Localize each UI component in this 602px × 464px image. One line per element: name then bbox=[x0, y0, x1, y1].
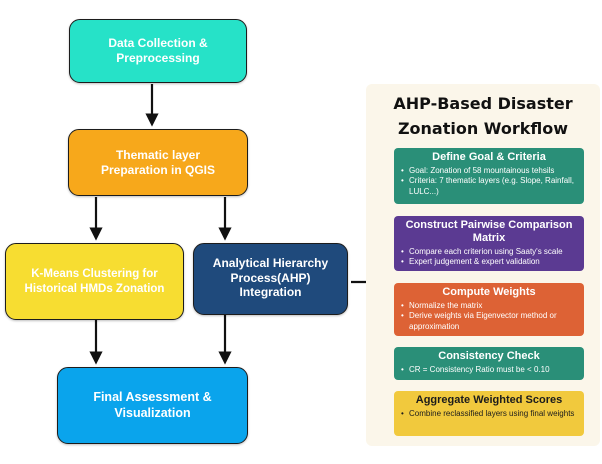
step-bullet: Combine reclassified layers using final … bbox=[401, 409, 578, 420]
step-bullet: Goal: Zonation of 58 mountainous tehsils bbox=[401, 166, 578, 177]
step-title: Aggregate Weighted Scores bbox=[415, 394, 563, 406]
step-bullet: Expert judgement & expert validation bbox=[401, 257, 578, 268]
step-compute-weights: Compute Weights Normalize the matrix Der… bbox=[394, 283, 584, 336]
step-title: Define Goal & Criteria bbox=[432, 151, 546, 163]
panel-title-line1: AHP-Based Disaster bbox=[393, 94, 573, 113]
panel-title-line2: Zonation Workflow bbox=[397, 119, 569, 138]
step-pairwise-matrix: Construct Pairwise Comparison Matrix Com… bbox=[394, 216, 584, 271]
thematic-layer-box: Thematic layer Preparation in QGIS bbox=[68, 129, 248, 196]
step-title: Construct Pairwise Comparison Matrix bbox=[405, 219, 573, 244]
step-define-goal: Define Goal & Criteria Goal: Zonation of… bbox=[394, 148, 584, 204]
step-title: Consistency Check bbox=[438, 350, 540, 362]
kmeans-clustering-box: K-Means Clustering for Historical HMDs Z… bbox=[5, 243, 184, 320]
ahp-workflow-panel: AHP-Based Disaster Zonation Workflow Def… bbox=[366, 84, 600, 446]
step-consistency-check: Consistency Check CR = Consistency Ratio… bbox=[394, 347, 584, 380]
ahp-integration-box: Analytical Hierarchy Process(AHP) Integr… bbox=[193, 243, 348, 315]
step-bullet: Criteria: 7 thematic layers (e.g. Slope,… bbox=[401, 176, 578, 197]
step-bullet: Compare each criterion using Saaty's sca… bbox=[401, 247, 578, 258]
data-collection-box: Data Collection & Preprocessing bbox=[69, 19, 247, 83]
step-bullet: CR = Consistency Ratio must be < 0.10 bbox=[401, 365, 578, 376]
step-aggregate-scores: Aggregate Weighted Scores Combine reclas… bbox=[394, 391, 584, 436]
step-bullet: Normalize the matrix bbox=[401, 301, 578, 312]
step-title: Compute Weights bbox=[442, 286, 536, 298]
step-bullet: Derive weights via Eigenvector method or… bbox=[401, 311, 578, 332]
final-assessment-box: Final Assessment & Visualization bbox=[57, 367, 248, 444]
